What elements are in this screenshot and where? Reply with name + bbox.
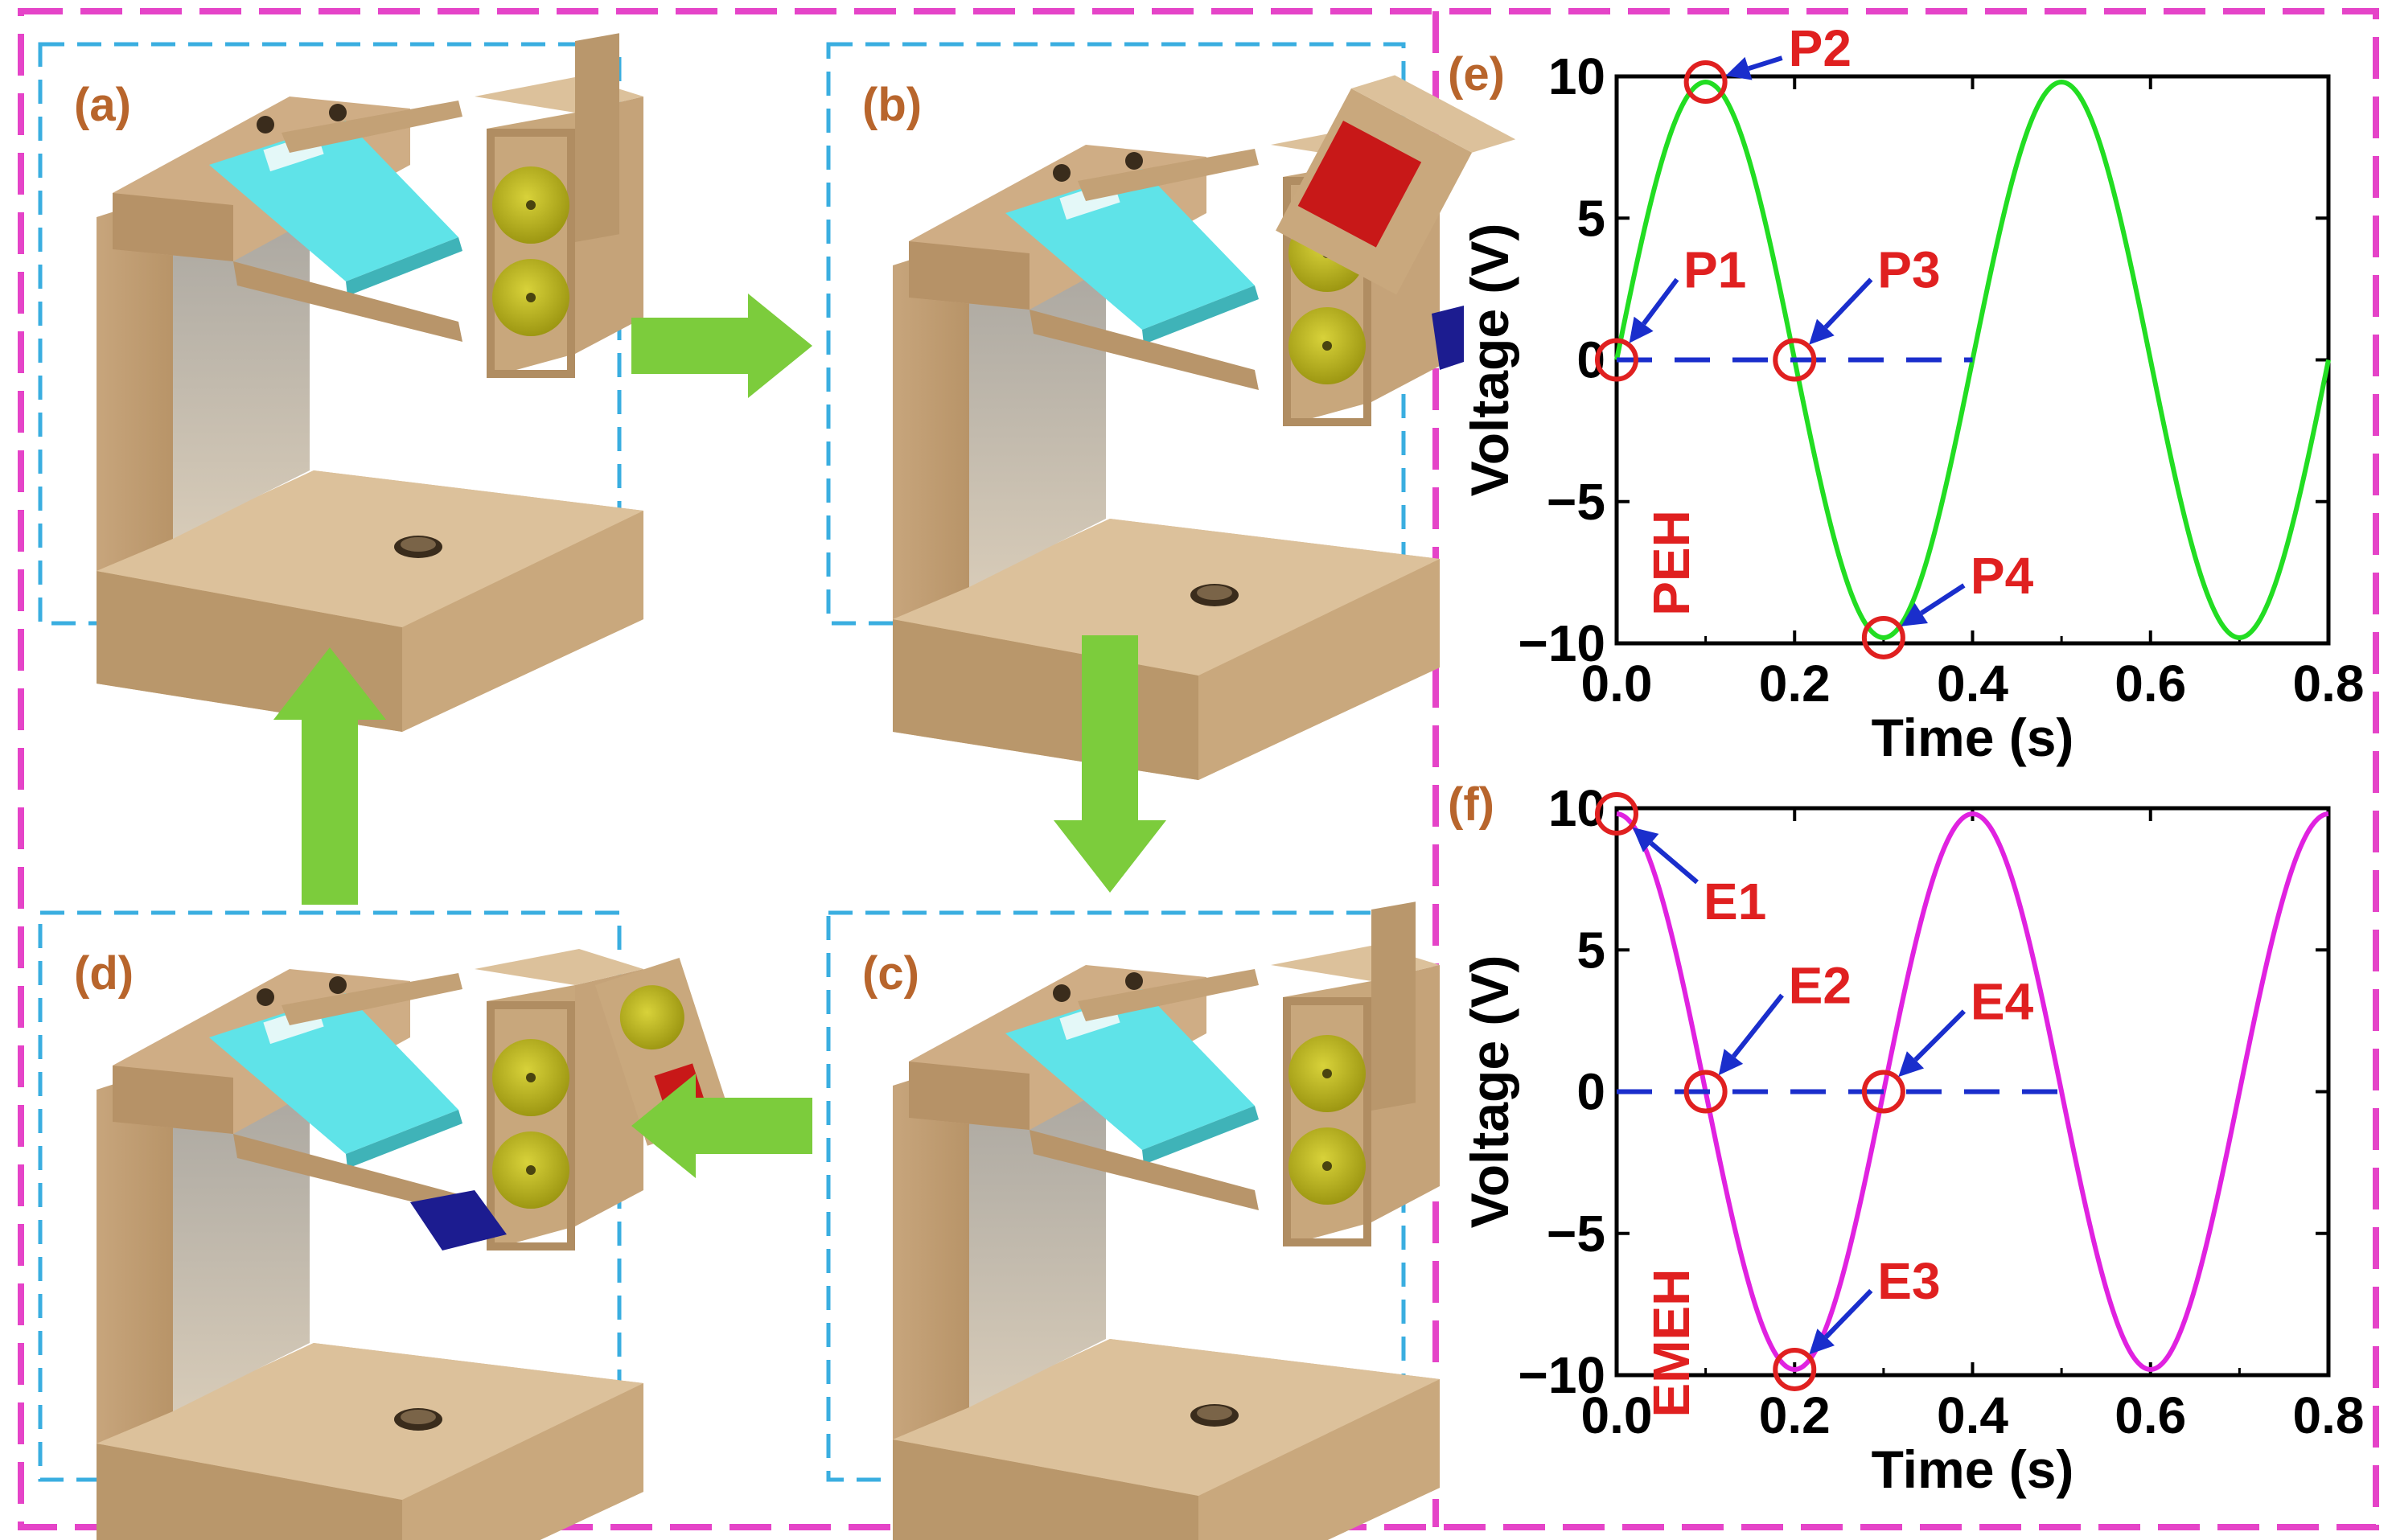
- chart-e-annotation-p2: P2: [1789, 19, 1852, 77]
- chart-f-panel-label: (f): [1448, 778, 1494, 831]
- chart-f-arrow-e4: [1913, 1009, 1966, 1062]
- cycle-arrow-a-to-b: [631, 294, 812, 398]
- chart-f-ytick-label: 0: [1576, 1063, 1605, 1121]
- chart-e-marker-p4: [1861, 615, 1905, 659]
- chart-e-annotation-p4: P4: [1971, 547, 2034, 605]
- chart-f-ylabel: Voltage (V): [1460, 955, 1519, 1229]
- chart-e-xtick-label: 0.8: [2293, 655, 2365, 713]
- chart-f-xtick-label: 0.0: [1581, 1386, 1653, 1444]
- chart-e-arrowhead-p3: [1809, 318, 1835, 345]
- panel-label-d: (d): [74, 947, 134, 1000]
- chart-e-xtick-label: 0.4: [1937, 655, 2008, 713]
- chart-e-marker-p3: [1773, 338, 1817, 382]
- panel-b: (b): [826, 42, 1516, 780]
- chart-f-arrow-e2: [1732, 993, 1784, 1058]
- chart-f-marker-e3: [1773, 1347, 1817, 1391]
- cycle-arrow-d-to-a: [273, 647, 386, 905]
- outer-frame: [18, 8, 2379, 1530]
- cycle-arrow-b-to-c: [1054, 635, 1166, 893]
- chart-e-xlabel: Time (s): [1872, 708, 2074, 767]
- chart-e-marker-p2: [1683, 60, 1728, 105]
- device-illustration-c: [893, 901, 1440, 1540]
- chart-f-xtick-label: 0.8: [2293, 1386, 2365, 1444]
- device-illustration-d: [97, 949, 732, 1540]
- panel-d: (d): [38, 910, 732, 1540]
- chart-f-arrow-e1: [1649, 841, 1699, 885]
- panel-a: (a): [38, 33, 643, 732]
- chart-e-arrow-p4: [1920, 583, 1966, 615]
- chart-e-ylabel: Voltage (V): [1460, 224, 1519, 497]
- chart-e-arrowhead-p2: [1725, 56, 1753, 80]
- chart-f-arrowhead-e1: [1632, 827, 1659, 852]
- panel-label-b: (b): [862, 79, 922, 131]
- chart-f-ytick-label: −5: [1547, 1205, 1605, 1263]
- chart-e-ytick-label: 5: [1576, 189, 1605, 247]
- chart-e-arrow-p2: [1748, 55, 1783, 72]
- chart-f-xlabel: Time (s): [1872, 1439, 2074, 1499]
- chart-e-ytick-label: −10: [1518, 614, 1605, 672]
- chart-f-xtick-label: 0.2: [1759, 1386, 1831, 1444]
- chart-e-xtick-label: 0.0: [1581, 655, 1653, 713]
- chart-e-arrowhead-p4: [1901, 602, 1929, 626]
- chart-f-ytick-label: 5: [1576, 921, 1605, 979]
- chart-f-arrow-e3: [1824, 1288, 1873, 1339]
- chart-f-ytick-label: −10: [1518, 1346, 1605, 1404]
- chart-f-xtick-label: 0.4: [1937, 1386, 2008, 1444]
- chart-f-annotation-e2: E2: [1789, 957, 1852, 1015]
- chart-e-panel-label: (e): [1448, 48, 1505, 101]
- chart-f-device-tag: EMEH: [1642, 1269, 1700, 1418]
- chart-e-xtick-label: 0.2: [1759, 655, 1831, 713]
- chart-f-annotation-e3: E3: [1877, 1252, 1940, 1310]
- chart-f-arrowhead-e4: [1898, 1051, 1925, 1078]
- chart-e-annotation-p3: P3: [1877, 241, 1940, 299]
- chart-f-arrowhead-e2: [1718, 1049, 1744, 1076]
- chart-e-ytick-label: 0: [1576, 331, 1605, 389]
- chart-f-marker-e4: [1861, 1070, 1905, 1114]
- cycle-arrow-c-to-d: [631, 1074, 812, 1178]
- chart-e-xtick-label: 0.6: [2115, 655, 2186, 713]
- chart-f-xtick-label: 0.6: [2115, 1386, 2186, 1444]
- chart-f-marker-e1: [1595, 792, 1638, 836]
- chart-f-arrowhead-e3: [1809, 1329, 1835, 1355]
- chart-e-ytick-label: −5: [1547, 473, 1605, 531]
- chart-e-arrowhead-p1: [1629, 316, 1654, 343]
- chart-e-device-tag: PEH: [1642, 510, 1700, 616]
- panel-label-a: (a): [74, 79, 131, 131]
- chart-e-arrow-p1: [1642, 277, 1679, 326]
- chart-e-arrow-p3: [1823, 277, 1873, 329]
- chart-f-marker-e2: [1683, 1070, 1728, 1114]
- panel-c: (c): [826, 901, 1440, 1540]
- device-illustration-b: [893, 75, 1516, 780]
- chart-e-marker-p1: [1595, 338, 1638, 382]
- chart-e-ytick-label: 10: [1548, 47, 1605, 105]
- chart-f-annotation-e1: E1: [1704, 873, 1766, 930]
- panel-label-c: (c): [862, 947, 919, 1000]
- chart-f-series-voltage-curve: [1616, 811, 2329, 1372]
- chart-f-annotation-e4: E4: [1971, 973, 2034, 1031]
- chart-e-annotation-p1: P1: [1683, 241, 1746, 299]
- device-illustration-a: [97, 33, 643, 732]
